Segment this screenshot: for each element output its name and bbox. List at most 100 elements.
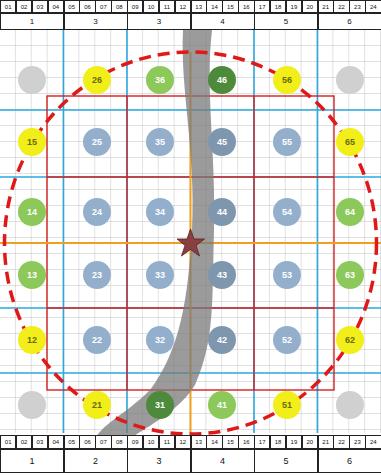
point-number: 65 xyxy=(345,137,355,147)
point-number: 24 xyxy=(92,207,102,217)
sample-point: 51 xyxy=(273,391,301,419)
column-number: 22 xyxy=(333,435,349,449)
sample-point xyxy=(18,66,46,94)
point-number: 21 xyxy=(92,400,102,410)
column-number: 11 xyxy=(159,0,175,13)
sample-point: 64 xyxy=(336,198,364,226)
column-number: 20 xyxy=(302,435,318,449)
column-number: 08 xyxy=(111,0,127,13)
sample-point: 21 xyxy=(83,391,111,419)
group-number: 5 xyxy=(254,13,318,30)
sample-point: 36 xyxy=(146,66,174,94)
group-number: 5 xyxy=(254,449,318,473)
column-number: 05 xyxy=(64,0,80,13)
point-number: 34 xyxy=(155,207,165,217)
column-number: 10 xyxy=(143,0,159,13)
group-number: 6 xyxy=(318,449,381,473)
sample-point: 46 xyxy=(208,66,236,94)
sample-point: 25 xyxy=(83,128,111,156)
column-number: 01 xyxy=(0,0,16,13)
column-number: 10 xyxy=(143,435,159,449)
sample-point: 33 xyxy=(146,261,174,289)
point-number: 46 xyxy=(217,75,227,85)
sample-point: 65 xyxy=(336,128,364,156)
sample-point: 43 xyxy=(208,261,236,289)
point-number: 52 xyxy=(282,335,292,345)
column-number: 15 xyxy=(222,435,238,449)
point-number: 51 xyxy=(282,400,292,410)
column-number: 04 xyxy=(48,0,64,13)
point-number: 53 xyxy=(282,270,292,280)
column-number: 14 xyxy=(206,0,222,13)
group-number: 4 xyxy=(191,449,255,473)
column-number: 20 xyxy=(302,0,318,13)
group-number: 2 xyxy=(64,449,128,473)
point-number: 23 xyxy=(92,270,102,280)
sample-point: 13 xyxy=(18,261,46,289)
column-number: 21 xyxy=(318,435,334,449)
sample-point: 26 xyxy=(83,66,111,94)
sample-point: 53 xyxy=(273,261,301,289)
point-number: 33 xyxy=(155,270,165,280)
sample-point: 52 xyxy=(273,326,301,354)
sample-point: 41 xyxy=(208,391,236,419)
point-number: 63 xyxy=(345,270,355,280)
column-number: 15 xyxy=(222,0,238,13)
column-number: 14 xyxy=(206,435,222,449)
column-number: 16 xyxy=(238,0,254,13)
column-number: 19 xyxy=(286,435,302,449)
column-number: 24 xyxy=(365,0,381,13)
sample-point: 63 xyxy=(336,261,364,289)
point-number: 54 xyxy=(282,207,292,217)
column-number: 06 xyxy=(79,435,95,449)
column-number: 19 xyxy=(286,0,302,13)
point-number: 32 xyxy=(155,335,165,345)
point-number: 43 xyxy=(217,270,227,280)
column-number: 03 xyxy=(32,0,48,13)
point-number: 62 xyxy=(345,335,355,345)
point-number: 25 xyxy=(92,137,102,147)
column-number: 02 xyxy=(16,435,32,449)
group-number: 3 xyxy=(64,13,128,30)
column-number: 13 xyxy=(191,435,207,449)
sample-point: 62 xyxy=(336,326,364,354)
group-number: 3 xyxy=(127,13,191,30)
column-number: 01 xyxy=(0,435,16,449)
point-number: 12 xyxy=(27,335,37,345)
point-number: 45 xyxy=(217,137,227,147)
sample-point: 35 xyxy=(146,128,174,156)
column-number: 21 xyxy=(318,0,334,13)
column-number: 02 xyxy=(16,0,32,13)
sample-point: 42 xyxy=(208,326,236,354)
column-number: 07 xyxy=(95,435,111,449)
point-number: 13 xyxy=(27,270,37,280)
column-number: 23 xyxy=(349,0,365,13)
sample-point: 54 xyxy=(273,198,301,226)
group-number: 4 xyxy=(191,13,255,30)
sample-point: 15 xyxy=(18,128,46,156)
column-number: 08 xyxy=(111,435,127,449)
sample-point xyxy=(336,391,364,419)
sample-point: 55 xyxy=(273,128,301,156)
column-number: 17 xyxy=(254,0,270,13)
point-number: 26 xyxy=(92,75,102,85)
sample-point: 44 xyxy=(208,198,236,226)
column-number: 24 xyxy=(365,435,381,449)
sample-point: 32 xyxy=(146,326,174,354)
column-number: 18 xyxy=(270,0,286,13)
column-number: 11 xyxy=(159,435,175,449)
column-number: 16 xyxy=(238,435,254,449)
column-number: 12 xyxy=(175,435,191,449)
group-number: 1 xyxy=(0,13,64,30)
point-number: 56 xyxy=(282,75,292,85)
sample-point: 45 xyxy=(208,128,236,156)
column-number: 22 xyxy=(333,0,349,13)
sample-point: 24 xyxy=(83,198,111,226)
sample-point: 56 xyxy=(273,66,301,94)
point-number: 35 xyxy=(155,137,165,147)
point-number: 41 xyxy=(217,400,227,410)
sample-point: 12 xyxy=(18,326,46,354)
group-number: 1 xyxy=(0,449,64,473)
column-number: 07 xyxy=(95,0,111,13)
